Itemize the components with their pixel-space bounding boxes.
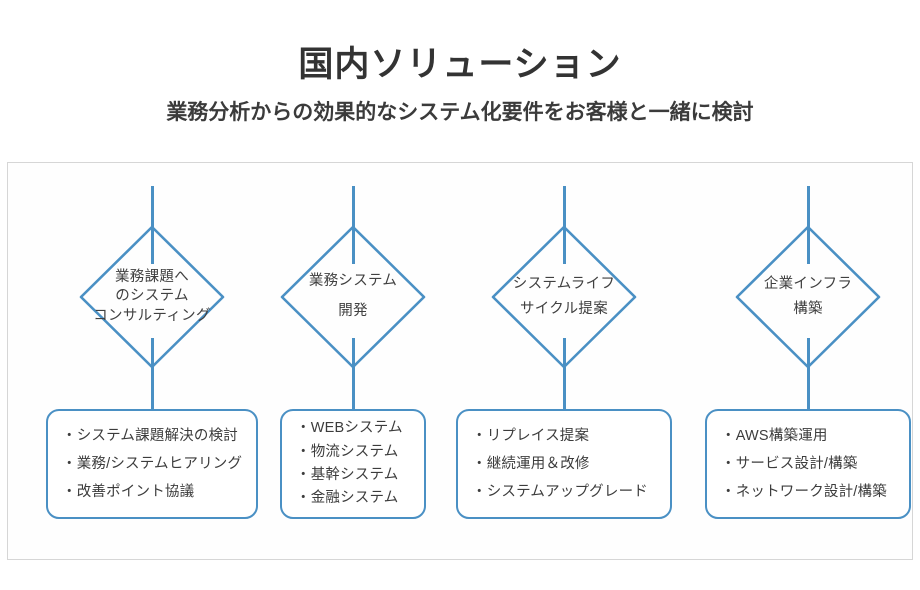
diamond-label-line: 業務課題へ xyxy=(115,268,189,285)
diamond-label-consulting: 業務課題へ のシステム コンサルティング xyxy=(77,223,227,371)
heading-block: 国内ソリューション 業務分析からの効果的なシステム化要件をお客様と一緒に検討 xyxy=(0,0,920,124)
diamond-label-line: サイクル提案 xyxy=(519,301,609,317)
list-item: ・システム課題解決の検討 xyxy=(62,427,238,444)
list-item: ・AWS構築運用 xyxy=(721,427,828,444)
connector-line-bottom xyxy=(562,338,566,410)
diamond-label-line: 構築 xyxy=(793,301,823,317)
list-item: ・サービス設計/構築 xyxy=(721,455,858,472)
bullet-box-lifecycle[interactable]: ・リプレイス提案 ・継続運用＆改修 ・システムアップグレード xyxy=(456,409,672,519)
diamond-label-system-development: 業務システム 開発 xyxy=(278,223,428,371)
flow-column-infrastructure: 企業インフラ 構築 ・AWS構築運用 ・サービス設計/構築 ・ネットワーク設計/… xyxy=(705,163,911,559)
flow-column-system-development: 業務システム 開発 ・WEBシステム ・物流システム ・基幹システム ・金融シス… xyxy=(280,163,426,559)
bullet-box-consulting[interactable]: ・システム課題解決の検討 ・業務/システムヒアリング ・改善ポイント協議 xyxy=(46,409,258,519)
diamond-label-infrastructure: 企業インフラ 構築 xyxy=(733,223,883,371)
diamond-consulting[interactable]: 業務課題へ のシステム コンサルティング xyxy=(77,223,227,371)
diamond-label-line: 企業インフラ xyxy=(763,275,853,292)
flow-column-lifecycle: システムライフ サイクル提案 ・リプレイス提案 ・継続運用＆改修 ・システムアッ… xyxy=(456,163,672,559)
page-subtitle: 業務分析からの効果的なシステム化要件をお客様と一緒に検討 xyxy=(166,100,754,124)
diagram-frame: 業務課題へ のシステム コンサルティング ・システム課題解決の検討 ・業務/シス… xyxy=(7,162,913,560)
list-item: ・物流システム xyxy=(296,443,399,460)
diamond-label-line: のシステム xyxy=(115,288,189,305)
connector-line-top xyxy=(150,186,154,264)
list-item: ・基幹システム xyxy=(296,467,399,483)
bullet-box-system-development[interactable]: ・WEBシステム ・物流システム ・基幹システム ・金融システム xyxy=(280,409,426,519)
connector-line-bottom xyxy=(806,338,810,410)
connector-line-top xyxy=(351,186,355,264)
list-item: ・金融システム xyxy=(296,490,399,507)
list-item: ・WEBシステム xyxy=(296,420,403,437)
list-item: ・業務/システムヒアリング xyxy=(62,455,243,472)
flow-column-consulting: 業務課題へ のシステム コンサルティング ・システム課題解決の検討 ・業務/シス… xyxy=(46,163,258,559)
list-item: ・システムアップグレード xyxy=(472,484,648,501)
list-item: ・リプレイス提案 xyxy=(472,427,590,444)
list-item: ・継続運用＆改修 xyxy=(472,455,590,472)
diamond-label-line: 業務システム xyxy=(308,273,398,290)
list-item: ・ネットワーク設計/構築 xyxy=(721,484,887,501)
connector-line-bottom xyxy=(351,338,355,410)
connector-line-top xyxy=(562,186,566,264)
diamond-label-line: 開発 xyxy=(338,303,368,319)
diamond-label-lifecycle: システムライフ サイクル提案 xyxy=(489,223,639,371)
connector-line-bottom xyxy=(150,338,154,410)
bullet-box-infrastructure[interactable]: ・AWS構築運用 ・サービス設計/構築 ・ネットワーク設計/構築 xyxy=(705,409,911,519)
page-title: 国内ソリューション xyxy=(298,45,622,84)
diamond-label-line: システムライフ xyxy=(512,275,616,292)
list-item: ・改善ポイント協議 xyxy=(62,484,195,501)
connector-line-top xyxy=(806,186,810,264)
diamond-label-line: コンサルティング xyxy=(93,307,211,324)
